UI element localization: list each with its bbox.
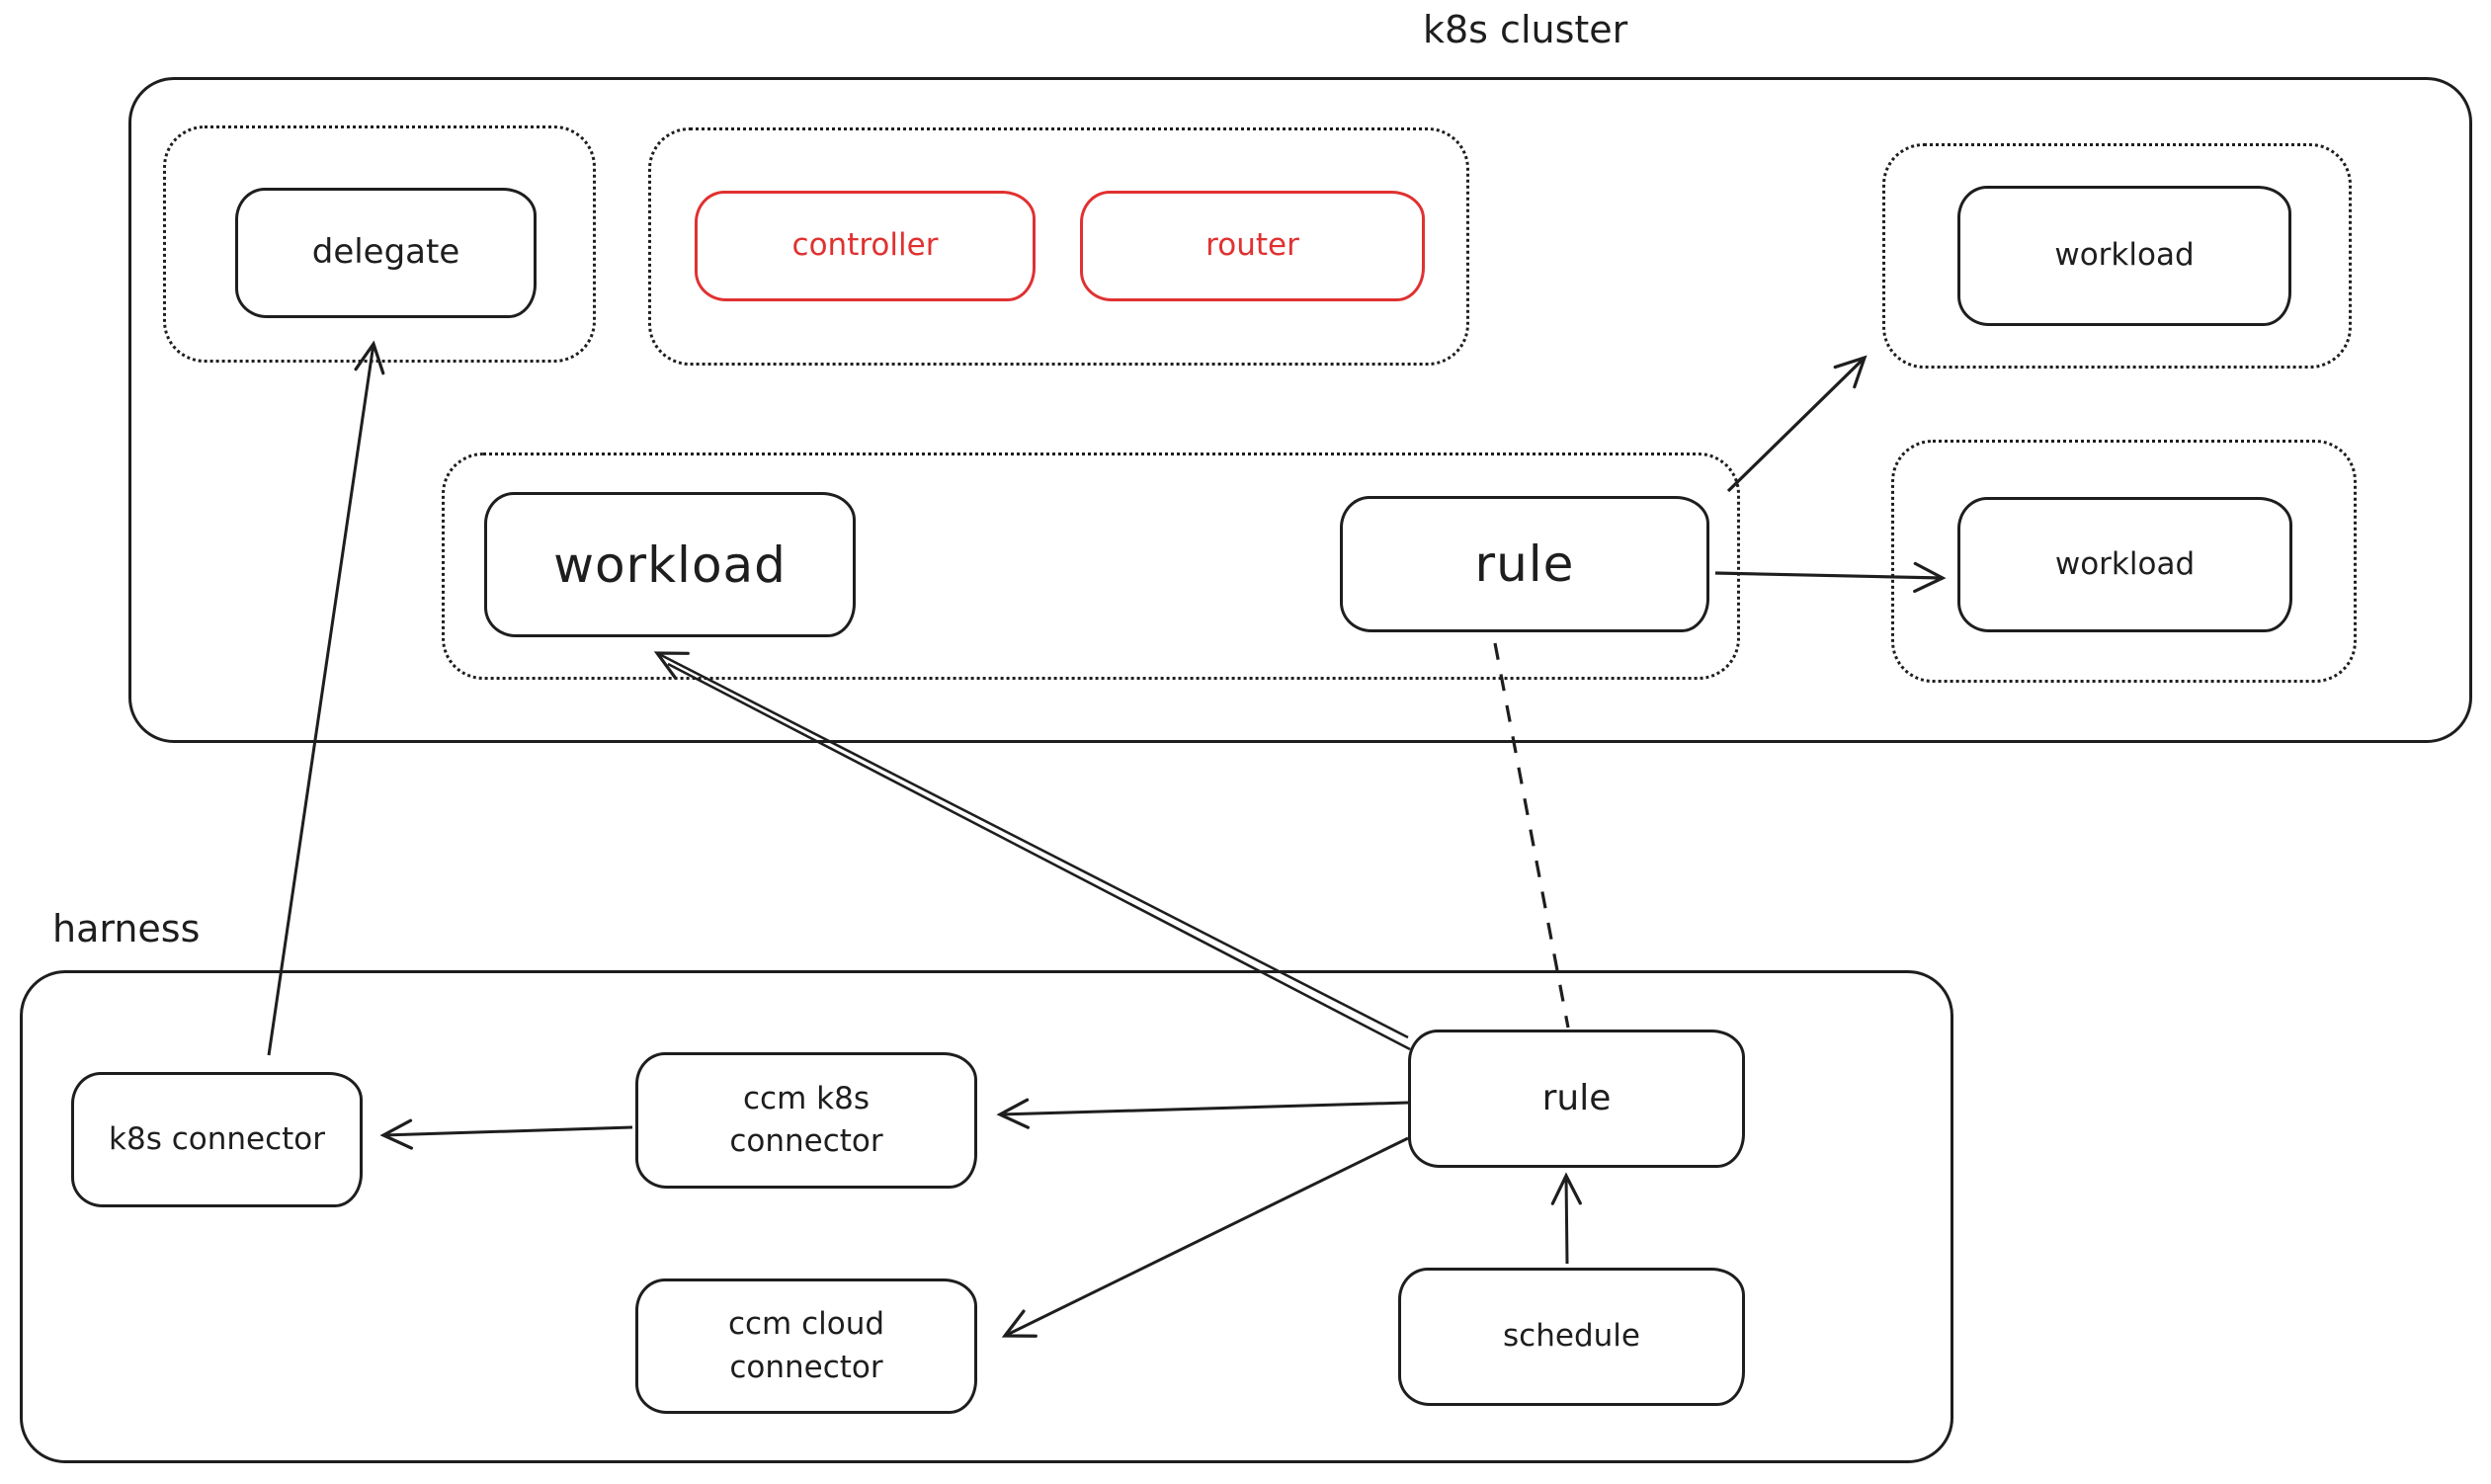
control-group (648, 127, 1469, 366)
workload-top-box: workload (1957, 186, 2291, 326)
workload-main-box: workload (484, 492, 856, 637)
schedule-box: schedule (1398, 1268, 1745, 1406)
harness-title: harness (52, 907, 201, 950)
rule-k8s-box: rule (1340, 496, 1709, 632)
rule-harness-box: rule (1408, 1030, 1745, 1168)
workload-right-group (1891, 440, 2357, 683)
ccm-k8s-connector-box: ccm k8s connector (635, 1052, 977, 1189)
k8s-cluster-title: k8s cluster (1423, 8, 1628, 51)
delegate-box: delegate (235, 188, 537, 318)
controller-box: controller (695, 191, 1036, 301)
workload-top-group (1882, 143, 2352, 369)
k8s-connector-box: k8s connector (71, 1072, 363, 1207)
router-box: router (1080, 191, 1425, 301)
workload-right-box: workload (1957, 497, 2292, 632)
ccm-cloud-connector-box: ccm cloud connector (635, 1278, 977, 1414)
